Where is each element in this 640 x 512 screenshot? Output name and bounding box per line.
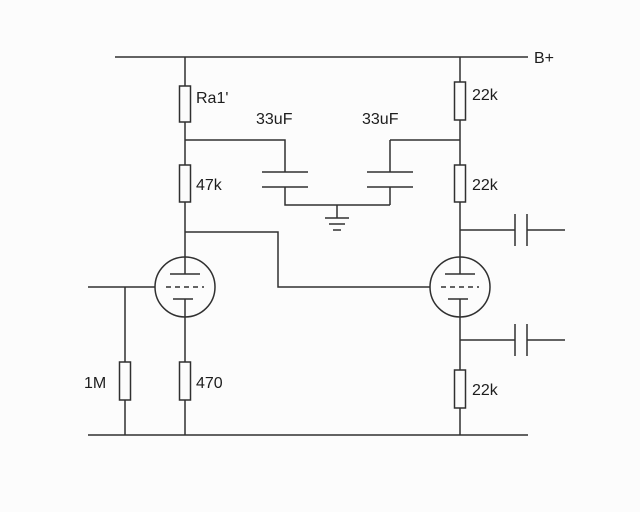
resistor-470-label: 470 <box>196 375 223 392</box>
resistor-ra1-body <box>178 85 192 123</box>
decoupling-network: 33uF 33uF <box>185 111 460 231</box>
cap-right-label: 33uF <box>362 111 399 128</box>
b-plus-label: B+ <box>534 50 554 67</box>
stage1-branch: Ra1' 47k 470 <box>178 57 228 435</box>
supply-rails: B+ <box>88 50 554 436</box>
tube-right <box>429 256 491 318</box>
interstage-wire <box>185 231 430 288</box>
output-coupling-bottom <box>460 324 565 356</box>
interstage-coupling <box>185 231 430 288</box>
stage2-branch: 22k 22k 22k <box>453 57 499 435</box>
resistor-22k-bottom-body <box>453 369 467 409</box>
resistor-ra1-label: Ra1' <box>196 90 228 107</box>
tube-left <box>154 256 216 318</box>
resistor-1m-body <box>118 361 132 401</box>
resistor-22k-mid-label: 22k <box>472 177 499 194</box>
resistor-22k-mid-body <box>453 164 467 203</box>
output-coupling-top <box>460 214 565 246</box>
cap-left-plates <box>262 171 308 188</box>
output-top-cap-plates <box>514 214 528 246</box>
cap-left-label: 33uF <box>256 111 293 128</box>
resistor-22k-bottom-label: 22k <box>472 382 499 399</box>
resistor-22k-top-body <box>453 81 467 121</box>
resistor-47k-body <box>178 164 192 203</box>
resistor-1m-label: 1M <box>84 375 106 392</box>
ground-symbol <box>325 217 349 231</box>
cap-right-plates <box>367 171 413 188</box>
tube-left-anode-cathode <box>170 257 200 317</box>
cap-network-wires <box>185 139 460 218</box>
resistor-22k-top-label: 22k <box>472 87 499 104</box>
output-bottom-cap-plates <box>514 324 528 356</box>
resistor-470-body <box>178 361 192 401</box>
tube-right-anode-cathode <box>445 257 475 317</box>
resistor-47k-label: 47k <box>196 177 223 194</box>
input-network: 1M <box>84 286 155 435</box>
